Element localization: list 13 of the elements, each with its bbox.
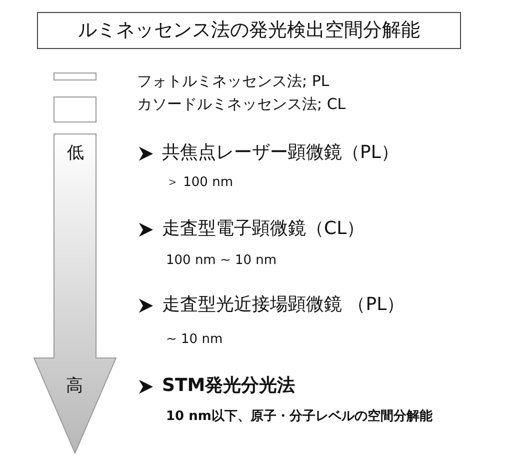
method-heading: 走査型光近接場顕微鏡 （PL） — [162, 295, 405, 315]
resolution-text: ＞ 100 nm — [166, 176, 233, 190]
legend-label: カソードルミネッセンス法; CL — [137, 96, 346, 112]
method-heading: 共焦点レーザー顕微鏡（PL） — [162, 143, 399, 163]
resolution-text: 100 nm ~ 10 nm — [166, 254, 277, 268]
method-heading: 走査型電子顕微鏡（CL） — [162, 219, 365, 239]
method-heading: STM発光分光法 — [162, 376, 296, 396]
resolution-text: ~ 10 nm — [166, 333, 223, 348]
scale-label: 低 — [67, 144, 84, 163]
title: ルミネッセンス法の発光検出空間分解能 — [37, 12, 461, 49]
scale-label: 高 — [66, 377, 83, 396]
resolution-text: 10 nm以下、原子・分子レベルの空間分解能 — [166, 410, 432, 424]
legend-label: フォトルミネッセンス法; PL — [137, 73, 330, 90]
